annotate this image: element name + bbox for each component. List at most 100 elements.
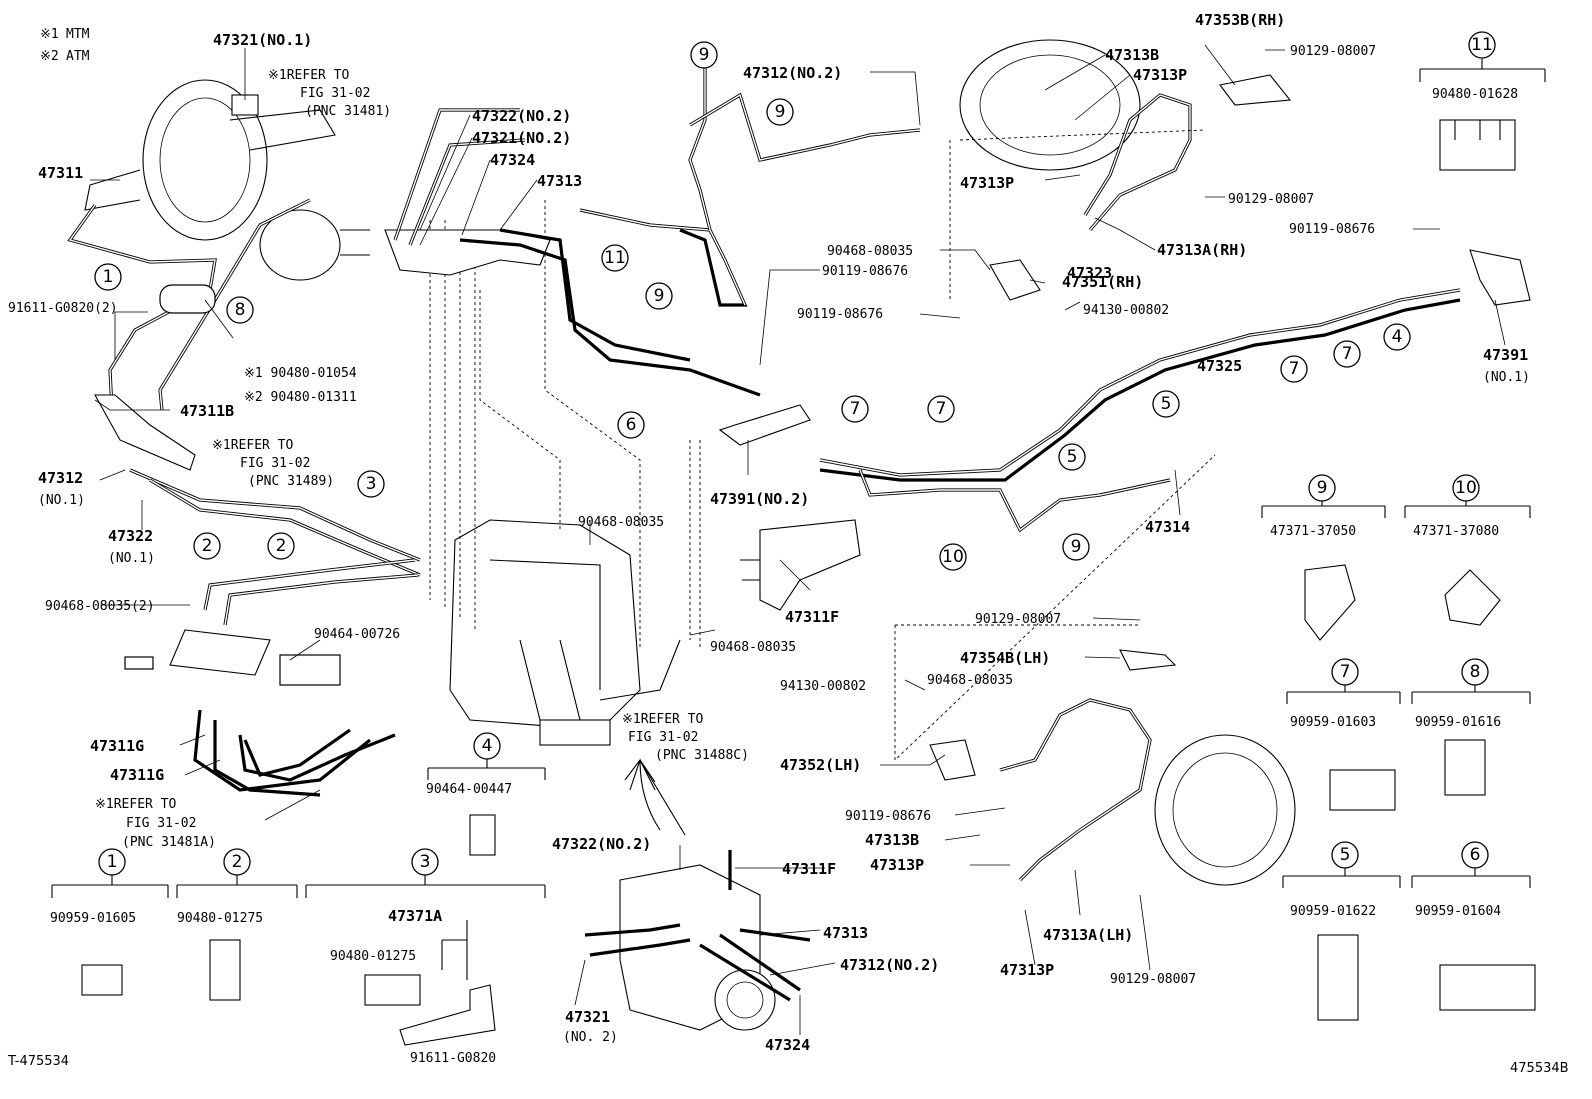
svg-text:5: 5 [1161, 394, 1172, 414]
label-90464-00447: 90464-00447 [426, 782, 512, 797]
svg-text:11: 11 [1471, 35, 1493, 55]
callouts: 1 8 3 2 2 9 9 9 11 6 7 7 10 9 5 5 7 7 4 … [94, 31, 1496, 876]
label-47391-no1b: (NO.1) [1483, 370, 1530, 385]
callout-4b: 4 [473, 732, 501, 760]
svg-text:9: 9 [699, 45, 710, 65]
callout-8: 8 [226, 296, 254, 324]
label-47313-bot: 47313 [823, 924, 868, 942]
svg-text:3: 3 [420, 852, 431, 872]
callout-9a: 9 [690, 41, 718, 69]
rear-brake-pipes [819, 249, 1531, 533]
label-90468-08035-lh: 90468-08035 [927, 673, 1013, 688]
callout-7b: 7 [927, 395, 955, 423]
svg-text:1: 1 [103, 267, 114, 287]
callout-5b: 5 [1152, 390, 1180, 418]
callout-1b: 1 [98, 848, 126, 876]
callout-3b: 3 [411, 848, 439, 876]
svg-text:7: 7 [1289, 359, 1300, 379]
legend-mtm: ※1 [40, 27, 59, 42]
svg-text:6: 6 [626, 415, 637, 435]
callout-10a: 10 [939, 543, 967, 571]
ref4-line2: FIG 31-02 [628, 730, 698, 745]
label-47311b: 47311B [180, 402, 234, 420]
callout-11: 11 [601, 244, 629, 272]
svg-text:4: 4 [1392, 327, 1403, 347]
svg-text:5: 5 [1340, 845, 1351, 865]
label-47312-no2-top: 47312(NO.2) [743, 64, 842, 82]
refer-notes: ※1REFER TO FIG 31-02 (PNC 31481) ※1REFER… [95, 68, 749, 850]
callout-6: 6 [617, 411, 645, 439]
legend: ※1 MTM ※2 ATM [40, 27, 90, 64]
footer-right-code: 475534B [1510, 1061, 1569, 1076]
center-brake-pipes [384, 55, 921, 611]
clamp-part-1: 90959-01605 [50, 911, 136, 926]
label-90129-08007-a: 90129-08007 [1290, 44, 1376, 59]
clamp-table [51, 59, 1546, 980]
ref2-line2: FIG 31-02 [240, 456, 310, 471]
lh-rear-hose [894, 454, 1296, 886]
label-47311f-a: 47311F [785, 608, 839, 626]
label-90129-08007-c: 90129-08007 [975, 612, 1061, 627]
label-90468-08035-rh: 90468-08035 [827, 244, 913, 259]
label-90468-08035-2: 90468-08035(2) [45, 599, 155, 614]
callout-1: 1 [94, 263, 122, 291]
label-47313p-lh2: 47313P [1000, 961, 1054, 979]
svg-text:1: 1 [107, 852, 118, 872]
svg-text:5: 5 [1067, 447, 1078, 467]
callout-7c: 7 [1280, 355, 1308, 383]
rh-rear-hose [949, 39, 1292, 301]
legend-atm-text: ATM [66, 49, 90, 64]
svg-text:11: 11 [604, 248, 626, 268]
clamp-icon-8 [1444, 739, 1486, 796]
label-90119-08676-rh: 90119-08676 [797, 307, 883, 322]
label-47323: 47323 [1067, 264, 1112, 282]
callout-7a: 7 [841, 395, 869, 423]
callout-6b: 6 [1461, 841, 1489, 869]
callout-8b: 8 [1461, 658, 1489, 686]
clamp-part-numbers: 90959-01605 90480-01275 47371A 90480-012… [50, 87, 1518, 1066]
brake-booster [84, 79, 370, 281]
callout-3: 3 [357, 470, 385, 498]
label-47391-no1: 47391 [1483, 346, 1528, 364]
label-47321-bot-no2: (NO. 2) [563, 1030, 618, 1045]
svg-text:4: 4 [482, 736, 493, 756]
ref1-line2: FIG 31-02 [300, 86, 370, 101]
clamp-icon-1 [81, 964, 123, 996]
callout-7d: 7 [1333, 340, 1361, 368]
label-47391-no2: 47391(NO.2) [710, 490, 809, 508]
label-90119-08676-lh: 90119-08676 [845, 809, 931, 824]
label-47351-rh: 47351(RH) [1062, 273, 1143, 291]
detail-arrow [624, 758, 661, 831]
label-94130-00802-rh: 94130-00802 [1083, 303, 1169, 318]
clamp-part-3-sub1: 90480-01275 [330, 949, 416, 964]
callout-9e: 9 [1308, 474, 1336, 502]
ref1-line1: ※1REFER TO [268, 68, 350, 83]
callout-7e: 7 [1331, 658, 1359, 686]
clamp-part-6: 90959-01604 [1415, 904, 1501, 919]
label-47311: 47311 [38, 164, 83, 182]
label-47312: 47312 [38, 469, 83, 487]
label-47313p-rh1: 47313P [1133, 66, 1187, 84]
clamp-icon-2 [209, 939, 241, 1001]
label-90119-08676-r: 90119-08676 [1289, 222, 1375, 237]
callout-2c: 2 [223, 848, 251, 876]
svg-text:9: 9 [775, 102, 786, 122]
legend-atm: ※2 [40, 49, 59, 64]
label-47322-no2-top: 47322(NO.2) [472, 107, 571, 125]
label-90129-08007-d: 90129-08007 [1110, 972, 1196, 987]
label-47321-no1: 47321(NO.1) [213, 31, 312, 49]
label-94130-00802-lh: 94130-00802 [780, 679, 866, 694]
label-91611-g0820-2: 91611-G0820(2) [8, 301, 118, 316]
svg-text:9: 9 [1317, 478, 1328, 498]
svg-text:10: 10 [1455, 478, 1477, 498]
svg-text:9: 9 [1071, 537, 1082, 557]
clamp-part-7: 90959-01603 [1290, 715, 1376, 730]
callout-4a: 4 [1383, 323, 1411, 351]
svg-text:7: 7 [1340, 662, 1351, 682]
label-47322-no1: (NO.1) [108, 551, 155, 566]
clamp-part-3-sub2: 91611-G0820 [410, 1051, 496, 1066]
svg-text:2: 2 [232, 852, 243, 872]
label-90468-08035-b: 90468-08035 [710, 640, 796, 655]
label-47313-top: 47313 [537, 172, 582, 190]
